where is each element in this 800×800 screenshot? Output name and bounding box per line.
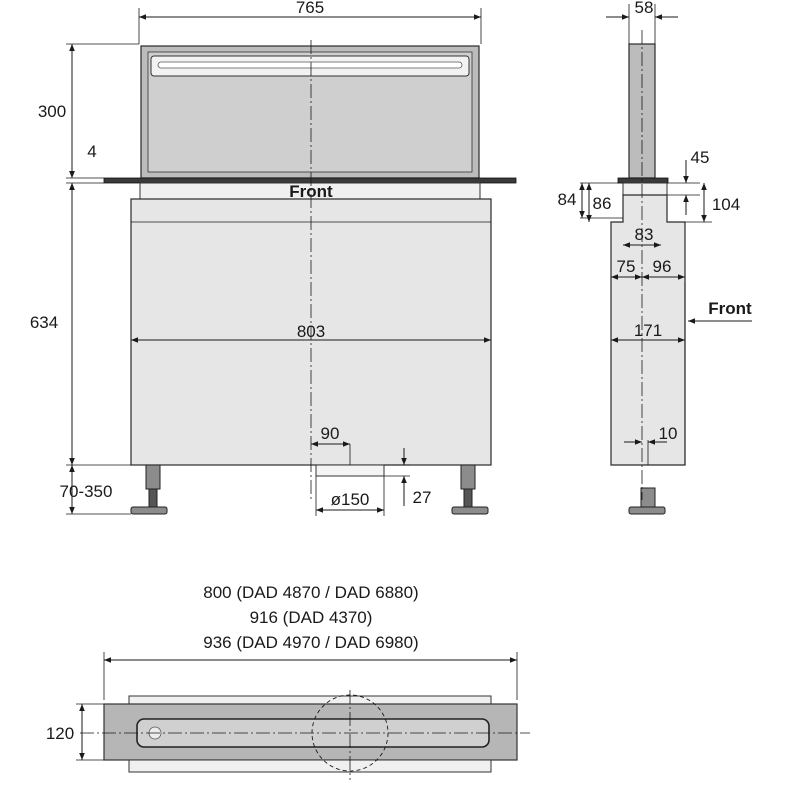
side-foot <box>628 506 666 515</box>
top-rear-strip <box>128 695 492 705</box>
width-label-2: 916 (DAD 4370) <box>250 608 373 627</box>
dim-83-label: 83 <box>635 225 654 244</box>
dim-150-label: ø150 <box>331 490 370 509</box>
side-view: 58 45 104 84 86 83 75 96 Front 171 <box>558 0 752 515</box>
right-leg <box>451 464 489 515</box>
front-label: Front <box>289 182 333 201</box>
top-front-strip <box>128 759 492 773</box>
dim-90-label: 90 <box>321 424 340 443</box>
side-front-label: Front <box>708 299 752 318</box>
dim-70-350-label: 70-350 <box>60 482 113 501</box>
dim-84-label: 84 <box>558 190 577 209</box>
dim-86-label: 86 <box>593 194 612 213</box>
dim-10-label: 10 <box>659 424 678 443</box>
top-view: 800 (DAD 4870 / DAD 6880) 916 (DAD 4370)… <box>46 583 530 780</box>
dim-96-label: 96 <box>653 257 672 276</box>
dim-45-label: 45 <box>691 148 710 167</box>
dim-4-label: 4 <box>87 142 96 161</box>
front-view: 765 300 4 634 70-350 803 Front 90 ø150 <box>30 0 517 516</box>
left-leg <box>130 464 168 515</box>
side-leg <box>640 487 656 509</box>
side-head <box>622 182 668 196</box>
dim-104-label: 104 <box>712 195 740 214</box>
dim-171-label: 171 <box>634 321 662 340</box>
dim-120-label: 120 <box>46 724 74 743</box>
dim-803-label: 803 <box>297 322 325 341</box>
slot-filter <box>157 61 463 69</box>
side-worktop <box>617 177 669 184</box>
width-label-1: 800 (DAD 4870 / DAD 6880) <box>203 583 418 602</box>
dim-75-label: 75 <box>617 257 636 276</box>
width-label-3: 936 (DAD 4970 / DAD 6980) <box>203 633 418 652</box>
dim-27-label: 27 <box>413 488 432 507</box>
side-body <box>610 194 686 466</box>
dim-58-label: 58 <box>635 0 654 17</box>
outlet-spigot <box>315 464 385 477</box>
dim-765-label: 765 <box>296 0 324 17</box>
dim-634-label: 634 <box>30 313 58 332</box>
dim-300-label: 300 <box>38 102 66 121</box>
